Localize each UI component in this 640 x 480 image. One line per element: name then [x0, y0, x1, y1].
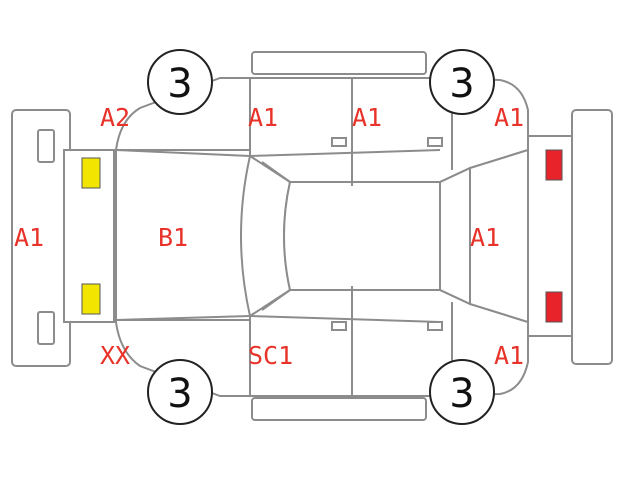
headlight-right	[81, 283, 101, 315]
hood-crease-bottom	[115, 315, 251, 321]
taillight-bottom	[545, 291, 563, 323]
wheel-rear-right-circle	[429, 359, 495, 425]
roof-outline	[283, 181, 441, 291]
code-front-left-fender: A2	[100, 103, 130, 132]
wheel-rear-right: 3	[429, 359, 495, 425]
code-front-right-fender: XX	[100, 341, 130, 370]
door-handle-bottom-rear	[427, 321, 443, 331]
door-handle-top-front	[331, 137, 347, 147]
wheel-rear-left-grade: 3	[449, 61, 474, 107]
c-pillar-bottom	[439, 289, 471, 305]
side-skirt-bottom	[251, 397, 427, 421]
hood-crease-top	[115, 149, 251, 157]
code-rear-left-quarter: A1	[494, 103, 524, 132]
roof-edge-top	[249, 149, 441, 157]
wheel-rear-left-circle	[429, 49, 495, 115]
a-pillar-top	[261, 161, 291, 183]
code-front-right-door: SC1	[248, 341, 293, 370]
door-handle-top-rear	[427, 137, 443, 147]
front-bumper-slot-top	[37, 129, 55, 163]
code-rear-right-quarter: A1	[494, 341, 524, 370]
code-hood: B1	[158, 223, 188, 252]
code-front-bumper: A1	[14, 223, 44, 252]
headlight-left	[81, 157, 101, 189]
wheel-front-right-circle	[147, 359, 213, 425]
door-handle-bottom-front	[331, 321, 347, 331]
windshield-outline	[240, 154, 292, 318]
wheel-rear-right-grade: 3	[449, 371, 474, 417]
wheel-rear-left: 3	[429, 49, 495, 115]
front-bumper-slot-bottom	[37, 311, 55, 345]
taillight-top	[545, 149, 563, 181]
code-rear-left-door: A1	[352, 103, 382, 132]
wheel-front-left-circle	[147, 49, 213, 115]
roof-edge-bottom	[249, 315, 441, 323]
c-pillar-top	[439, 167, 471, 183]
rear-bumper-outline	[571, 109, 613, 365]
wheel-front-right: 3	[147, 359, 213, 425]
wheel-front-left-grade: 3	[167, 61, 192, 107]
code-front-left-door: A1	[248, 103, 278, 132]
a-pillar-bottom	[261, 289, 291, 311]
code-tailgate: A1	[470, 223, 500, 252]
wheel-front-right-grade: 3	[167, 371, 192, 417]
wheel-front-left: 3	[147, 49, 213, 115]
side-skirt-top	[251, 51, 427, 75]
